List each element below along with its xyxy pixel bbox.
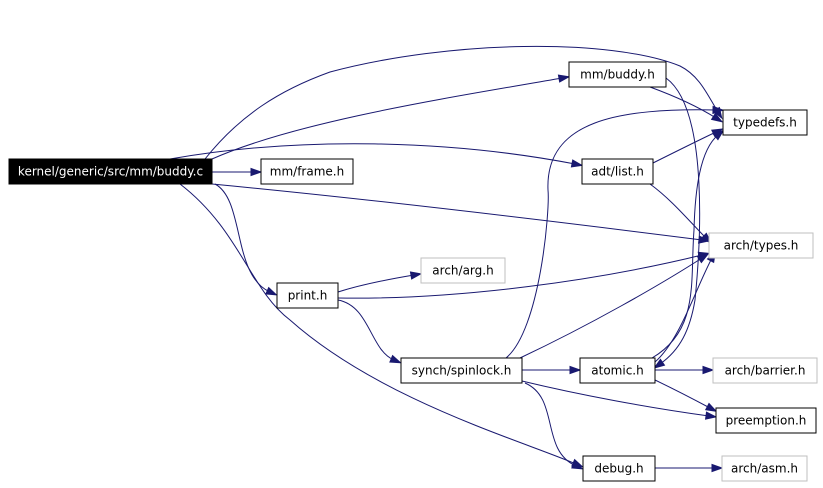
node-buddy-c[interactable]: kernel/generic/src/mm/buddy.c (8, 158, 213, 185)
edge-line (649, 183, 707, 239)
node-atomic-h[interactable]: atomic.h (579, 357, 656, 384)
arrow-head-icon (696, 253, 710, 264)
arrow-head-icon (265, 286, 278, 296)
node-print-h[interactable]: print.h (276, 282, 339, 309)
arrow-head-icon (653, 358, 666, 369)
edge-line (204, 45, 719, 160)
arrow-head-icon (570, 159, 584, 168)
arrow-head-icon (571, 460, 584, 470)
node-box (579, 357, 656, 384)
node-box (582, 455, 656, 482)
node-label: adt/list.h (591, 165, 644, 179)
node-mm-frame-h[interactable]: mm/frame.h (260, 158, 354, 185)
edge-line (652, 131, 717, 164)
edge-mm-buddy-h-to-atomic-h (653, 77, 701, 369)
node-mm-buddy-h[interactable]: mm/buddy.h (568, 61, 667, 88)
node-label: synch/spinlock.h (412, 364, 512, 378)
edge-buddy-c-to-adt-list-h (169, 143, 584, 168)
node-box (722, 109, 808, 136)
node-label: mm/frame.h (270, 165, 344, 179)
node-label: debug.h (594, 462, 643, 476)
edge-line (651, 134, 719, 359)
arrow-head-icon (389, 354, 402, 364)
node-box (276, 282, 339, 309)
edge-synch-spinlock-h-to-typedefs-h (505, 105, 725, 359)
edge-line (659, 77, 701, 365)
node-label: arch/types.h (724, 239, 799, 253)
node-label: kernel/generic/src/mm/buddy.c (18, 165, 203, 179)
edge-atomic-h-to-arch-barrier-h (655, 365, 715, 375)
node-box (708, 232, 814, 259)
edge-line (505, 109, 717, 359)
arrow-head-icon (569, 365, 582, 375)
arrow-head-icon (409, 271, 423, 280)
node-adt-list-h[interactable]: adt/list.h (581, 158, 654, 185)
node-label: print.h (288, 289, 328, 303)
arrow-head-icon (250, 167, 263, 177)
edge-print-h-to-arch-arg-h (337, 271, 423, 293)
edge-line (211, 77, 563, 160)
node-box (581, 158, 654, 185)
edge-line (337, 274, 415, 293)
edge-synch-spinlock-h-to-preemption-h (521, 380, 718, 420)
node-box (721, 455, 808, 482)
node-label: typedefs.h (733, 116, 797, 130)
edge-line (519, 257, 703, 359)
arrow-head-icon (702, 365, 715, 375)
node-box (8, 158, 213, 185)
edge-line (649, 86, 717, 119)
edge-line (179, 183, 577, 465)
node-debug-h[interactable]: debug.h (582, 455, 656, 482)
edge-buddy-c-to-mm-frame-h (212, 167, 263, 177)
arrow-head-icon (712, 129, 725, 141)
edge-line (337, 254, 703, 299)
node-box (420, 257, 506, 284)
edges-layer (169, 45, 725, 473)
edge-buddy-c-to-mm-buddy-h (211, 74, 571, 160)
node-box (715, 407, 817, 434)
node-box (260, 158, 354, 185)
node-preemption-h[interactable]: preemption.h (715, 407, 817, 434)
edge-line (211, 183, 703, 241)
node-box (712, 357, 818, 384)
arrow-head-icon (711, 463, 724, 473)
edge-mm-buddy-h-to-typedefs-h (649, 86, 724, 123)
edge-line (337, 299, 395, 361)
edge-line (169, 143, 576, 165)
node-label: mm/buddy.h (580, 68, 655, 82)
node-label: arch/arg.h (432, 264, 493, 278)
edge-line (654, 257, 713, 363)
arrow-head-icon (704, 411, 718, 420)
edge-synch-spinlock-h-to-debug-h (524, 382, 584, 470)
edge-debug-h-to-arch-asm-h (655, 463, 724, 473)
node-label: arch/barrier.h (725, 364, 806, 378)
node-box (568, 61, 667, 88)
edge-synch-spinlock-h-to-atomic-h (522, 365, 582, 375)
arrow-head-icon (710, 112, 724, 123)
edge-line (524, 382, 577, 467)
arrow-head-icon (704, 402, 718, 413)
node-typedefs-h[interactable]: typedefs.h (722, 109, 808, 136)
node-box (400, 357, 523, 384)
arrow-head-icon (712, 105, 725, 115)
edge-line (521, 380, 710, 417)
node-arch-types-h: arch/types.h (708, 232, 814, 259)
node-arch-barrier-h: arch/barrier.h (712, 357, 818, 384)
edge-synch-spinlock-h-to-arch-types-h (519, 253, 710, 359)
node-label: arch/asm.h (731, 462, 798, 476)
node-label: preemption.h (726, 414, 807, 428)
node-synch-spinlock-h[interactable]: synch/spinlock.h (400, 357, 523, 384)
node-label: atomic.h (591, 364, 643, 378)
edge-atomic-h-to-preemption-h (654, 379, 718, 413)
nodes-layer: kernel/generic/src/mm/buddy.c mm/buddy.h t… (8, 61, 818, 482)
arrow-head-icon (557, 74, 571, 83)
edge-atomic-h-to-typedefs-h (651, 129, 725, 359)
node-arch-asm-h: arch/asm.h (721, 455, 808, 482)
node-arch-arg-h: arch/arg.h (420, 257, 506, 284)
edge-print-h-to-synch-spinlock-h (337, 299, 402, 364)
edge-line (654, 379, 711, 409)
